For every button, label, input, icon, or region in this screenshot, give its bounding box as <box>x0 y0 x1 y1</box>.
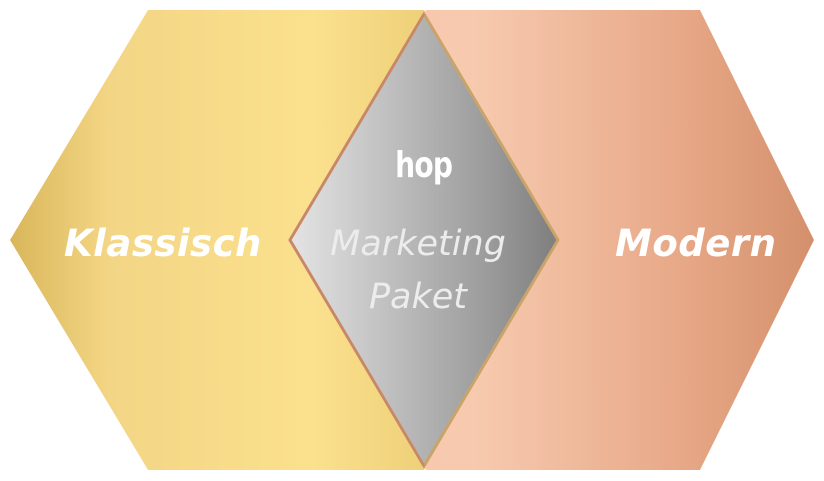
label-modern: Modern <box>615 222 777 265</box>
center-label-line-2: Paket <box>368 277 468 317</box>
center-label-line-1: Marketing <box>330 224 506 264</box>
label-klassisch: Klassisch <box>64 222 262 265</box>
hop-logo: hop <box>395 145 453 186</box>
center-diamond-edge-left <box>288 13 426 467</box>
